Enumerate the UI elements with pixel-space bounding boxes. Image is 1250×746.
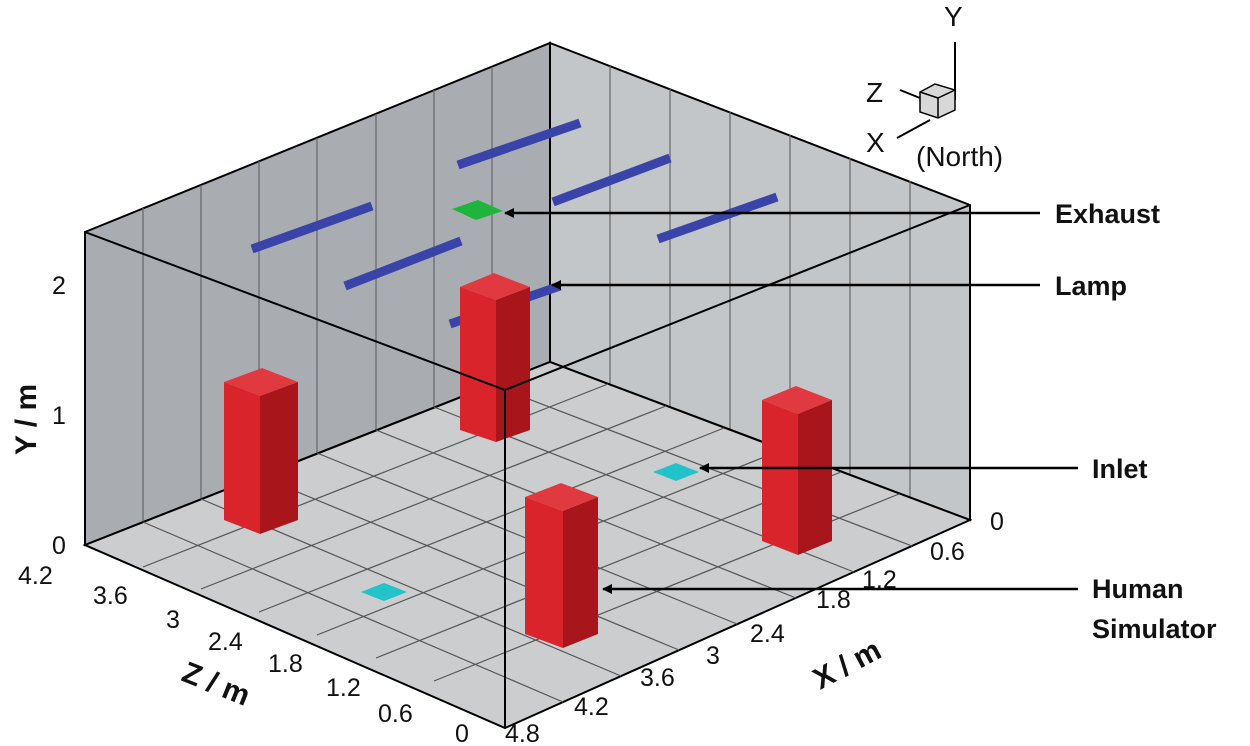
x-tick: 4.8: [505, 720, 540, 746]
human-simulator: [525, 483, 598, 648]
x-tick: 3.6: [640, 664, 675, 692]
y-tick: 2: [52, 272, 66, 300]
x-tick: 1.8: [816, 586, 851, 614]
bounding-box-frame: [84, 204, 971, 728]
z-tick: 1.2: [326, 674, 361, 702]
z-tick: 0.6: [378, 700, 413, 728]
inlet: [653, 463, 699, 481]
exhaust: [452, 200, 503, 220]
human-simulator: [762, 386, 832, 555]
human-simulator: [460, 273, 530, 442]
y-tick: 1: [52, 402, 66, 430]
z-axis-ticks: 4.2 3.6 3 2.4 1.8 1.2 0.6 0: [18, 562, 469, 746]
lamp: [456, 118, 582, 170]
lamp: [551, 153, 672, 207]
z-tick: 1.8: [268, 650, 303, 678]
z-tick: 3: [166, 606, 180, 634]
x-tick: 4.2: [574, 693, 609, 721]
x-tick: 3: [706, 642, 720, 670]
y-axis-ticks: 0 1 2: [52, 272, 66, 560]
x-tick: 0: [990, 508, 1004, 536]
lamp: [656, 192, 779, 244]
x-axis-title: X / m: [808, 633, 887, 696]
z-tick: 0: [455, 720, 469, 746]
z-axis-title: Z / m: [177, 656, 254, 713]
y-tick: 0: [52, 532, 66, 560]
callout-arrows: [504, 208, 1078, 594]
y-axis-title: Y / m: [10, 384, 43, 455]
z-tick: 3.6: [93, 582, 128, 610]
z-tick: 4.2: [18, 562, 53, 590]
human-simulator: [224, 368, 298, 534]
inlet-label: Inlet: [1092, 454, 1148, 484]
lamp: [343, 236, 463, 291]
triad-north-label: (North): [916, 141, 1003, 172]
triad-x-label: X: [866, 127, 885, 158]
triad-y-label: Y: [944, 1, 963, 32]
human-simulator-label-line2: Simulator: [1092, 614, 1217, 644]
exhaust-label: Exhaust: [1055, 199, 1160, 229]
inlet: [361, 583, 407, 601]
lamp-label: Lamp: [1055, 271, 1127, 301]
human-simulator-label-line1: Human: [1092, 574, 1184, 604]
triad-z-label: Z: [866, 77, 883, 108]
coordinate-triad: Y Z X (North): [866, 1, 1003, 172]
z-tick: 2.4: [208, 628, 243, 656]
lamp: [250, 201, 374, 254]
x-tick: 0.6: [930, 538, 965, 566]
x-tick: 2.4: [750, 620, 785, 648]
